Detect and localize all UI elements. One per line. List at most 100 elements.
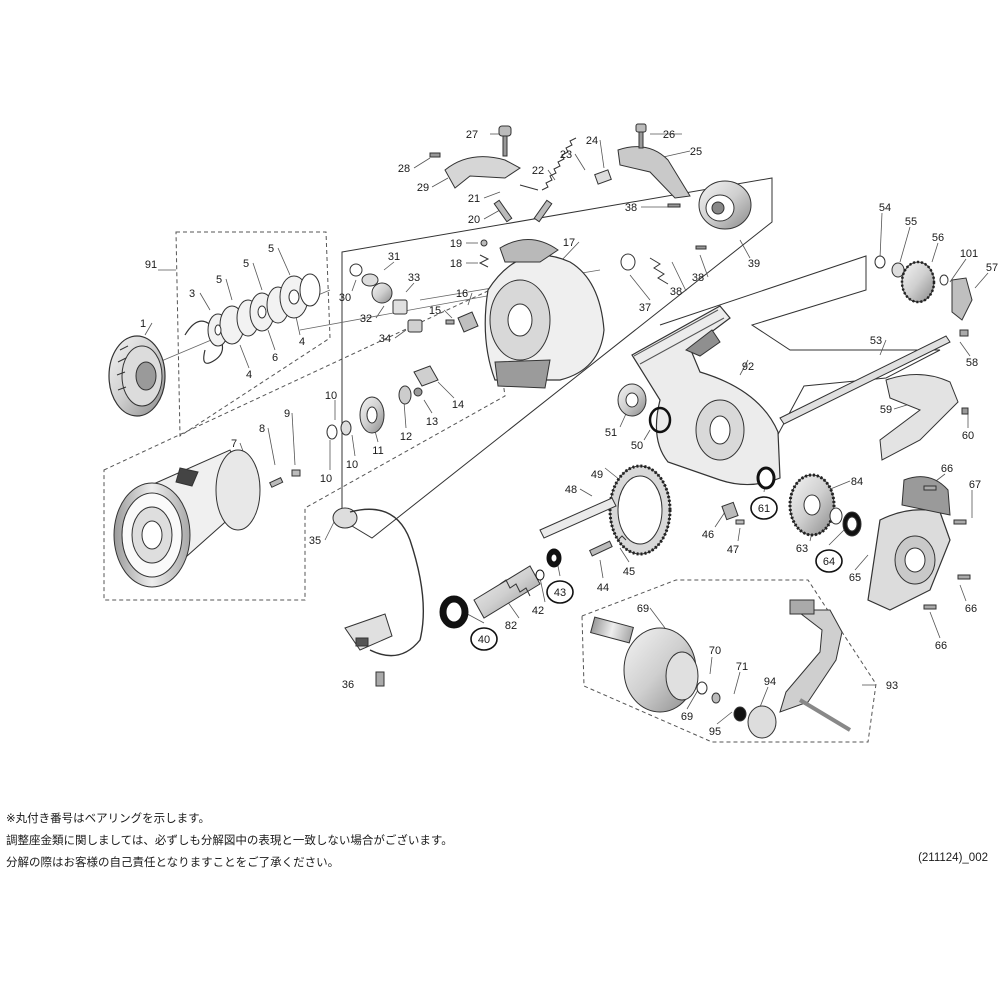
main-shaft-part-53: [779, 335, 951, 425]
group-box-91: [175, 231, 331, 437]
part-label: 13: [426, 416, 438, 428]
part-label: 9: [284, 408, 290, 420]
part-label: 51: [605, 427, 617, 439]
part-label: 24: [586, 135, 598, 147]
part-label: 4: [246, 369, 252, 381]
part-label: 71: [736, 661, 748, 673]
pin-part-20-21: [478, 199, 553, 268]
bearing-number: 40: [478, 634, 490, 646]
part-label: 57: [986, 262, 998, 274]
note-bearing: ※丸付き番号はベアリングを示します。: [6, 813, 210, 825]
part-label: 8: [259, 423, 265, 435]
cable-part-35-36: [332, 507, 425, 687]
group-box-body: [659, 255, 941, 441]
part-label: 10: [346, 459, 358, 471]
part-label: 66: [935, 640, 947, 652]
bearing-part-61: [756, 466, 776, 490]
part-label: 48: [565, 484, 577, 496]
bearing-label: 40: [470, 627, 498, 651]
part-label: 92: [742, 361, 754, 373]
oscillation-gear-part-84: [788, 473, 836, 537]
small-parts-44-47: [589, 501, 745, 557]
part-label: 82: [505, 620, 517, 632]
part-label: 63: [796, 543, 808, 555]
part-label: 94: [764, 676, 776, 688]
part-label: 15: [429, 305, 441, 317]
note-washer: 調整座金類に関しましては、必ずしも分解図中の表現と一致しない場合がございます。: [6, 835, 453, 847]
part-label: 66: [941, 463, 953, 475]
bearing-number: 64: [823, 556, 835, 568]
part-label: 10: [325, 390, 337, 402]
drive-gear-part-49: [608, 464, 672, 556]
document-code: (211124)_002: [918, 852, 988, 864]
bearing-label: 43: [546, 580, 574, 604]
part-label: 47: [727, 544, 739, 556]
part-label: 5: [216, 274, 222, 286]
part-label: 28: [398, 163, 410, 175]
part-label: 42: [532, 605, 544, 617]
part-label: 33: [408, 272, 420, 284]
part-label: 53: [870, 335, 882, 347]
part-label: 22: [532, 165, 544, 177]
part-label: 93: [886, 680, 898, 692]
part-label: 69: [681, 711, 693, 723]
part-label: 101: [960, 248, 978, 260]
part-label: 65: [849, 572, 861, 584]
part-label: 58: [966, 357, 978, 369]
stopper-parts-54-58: [874, 255, 973, 337]
part-label: 12: [400, 431, 412, 443]
part-label: 70: [709, 645, 721, 657]
part-label: 66: [965, 603, 977, 615]
part-label: 10: [320, 473, 332, 485]
part-label: 49: [591, 469, 603, 481]
part-label: 38: [692, 272, 704, 284]
part-16: [457, 311, 479, 333]
part-label: 20: [468, 214, 480, 226]
bail-spring-part-22-24: [519, 137, 612, 191]
part-label: 67: [969, 479, 981, 491]
part-label: 45: [623, 566, 635, 578]
part-label: 60: [962, 430, 974, 442]
part-label: 7: [231, 438, 237, 450]
ring-part-50: [648, 406, 672, 434]
group-box-upper: [341, 177, 773, 539]
shaft-part-48: [539, 497, 617, 539]
part-label: 34: [379, 333, 391, 345]
part-label: 1: [140, 318, 146, 330]
part-label: 39: [748, 258, 760, 270]
leader-lines: [144, 133, 989, 725]
bearing-part-63-64: [829, 507, 862, 537]
part-label: 6: [272, 352, 278, 364]
part-label: 44: [597, 582, 609, 594]
pinion-gear-part-82: [473, 565, 541, 619]
rotor-nut-parts-30-34: [349, 263, 423, 333]
part-label: 38: [670, 286, 682, 298]
part-label: 19: [450, 238, 462, 250]
bearing-circle: [750, 496, 778, 520]
part-label: 23: [560, 149, 572, 161]
handle-knob-part-69-71: [589, 616, 721, 713]
bearing-label: 61: [750, 496, 778, 520]
screws-part-66-67: [923, 485, 971, 610]
bearing-circle: [470, 627, 498, 651]
part-label: 91: [145, 259, 157, 271]
bearing-circle: [815, 549, 843, 573]
bearing-part-51: [617, 383, 647, 417]
part-label: 18: [450, 258, 462, 270]
line-roller-parts-37-39: [620, 180, 752, 285]
exploded-parts-diagram: 1344555678910101011121314151617181920212…: [103, 123, 998, 743]
part-label: 50: [631, 440, 643, 452]
spring-part-3: [184, 320, 224, 364]
spool-part-7: [113, 449, 261, 588]
screw-part-15: [445, 319, 455, 325]
part-number-labels: 1344555678910101011121314151617181920212…: [140, 129, 998, 738]
notes-block: ※丸付き番号はベアリングを示します。 調整座金類に関しましては、必ずしも分解図中…: [6, 808, 706, 874]
part-label: 31: [388, 251, 400, 263]
part-label: 29: [417, 182, 429, 194]
bail-support-part-29: [429, 125, 521, 189]
part-label: 69: [637, 603, 649, 615]
part-label: 11: [372, 445, 383, 457]
part-label: 27: [466, 129, 478, 141]
handle-arm-part-94-95: [733, 599, 852, 739]
body-part-92: [631, 305, 781, 486]
